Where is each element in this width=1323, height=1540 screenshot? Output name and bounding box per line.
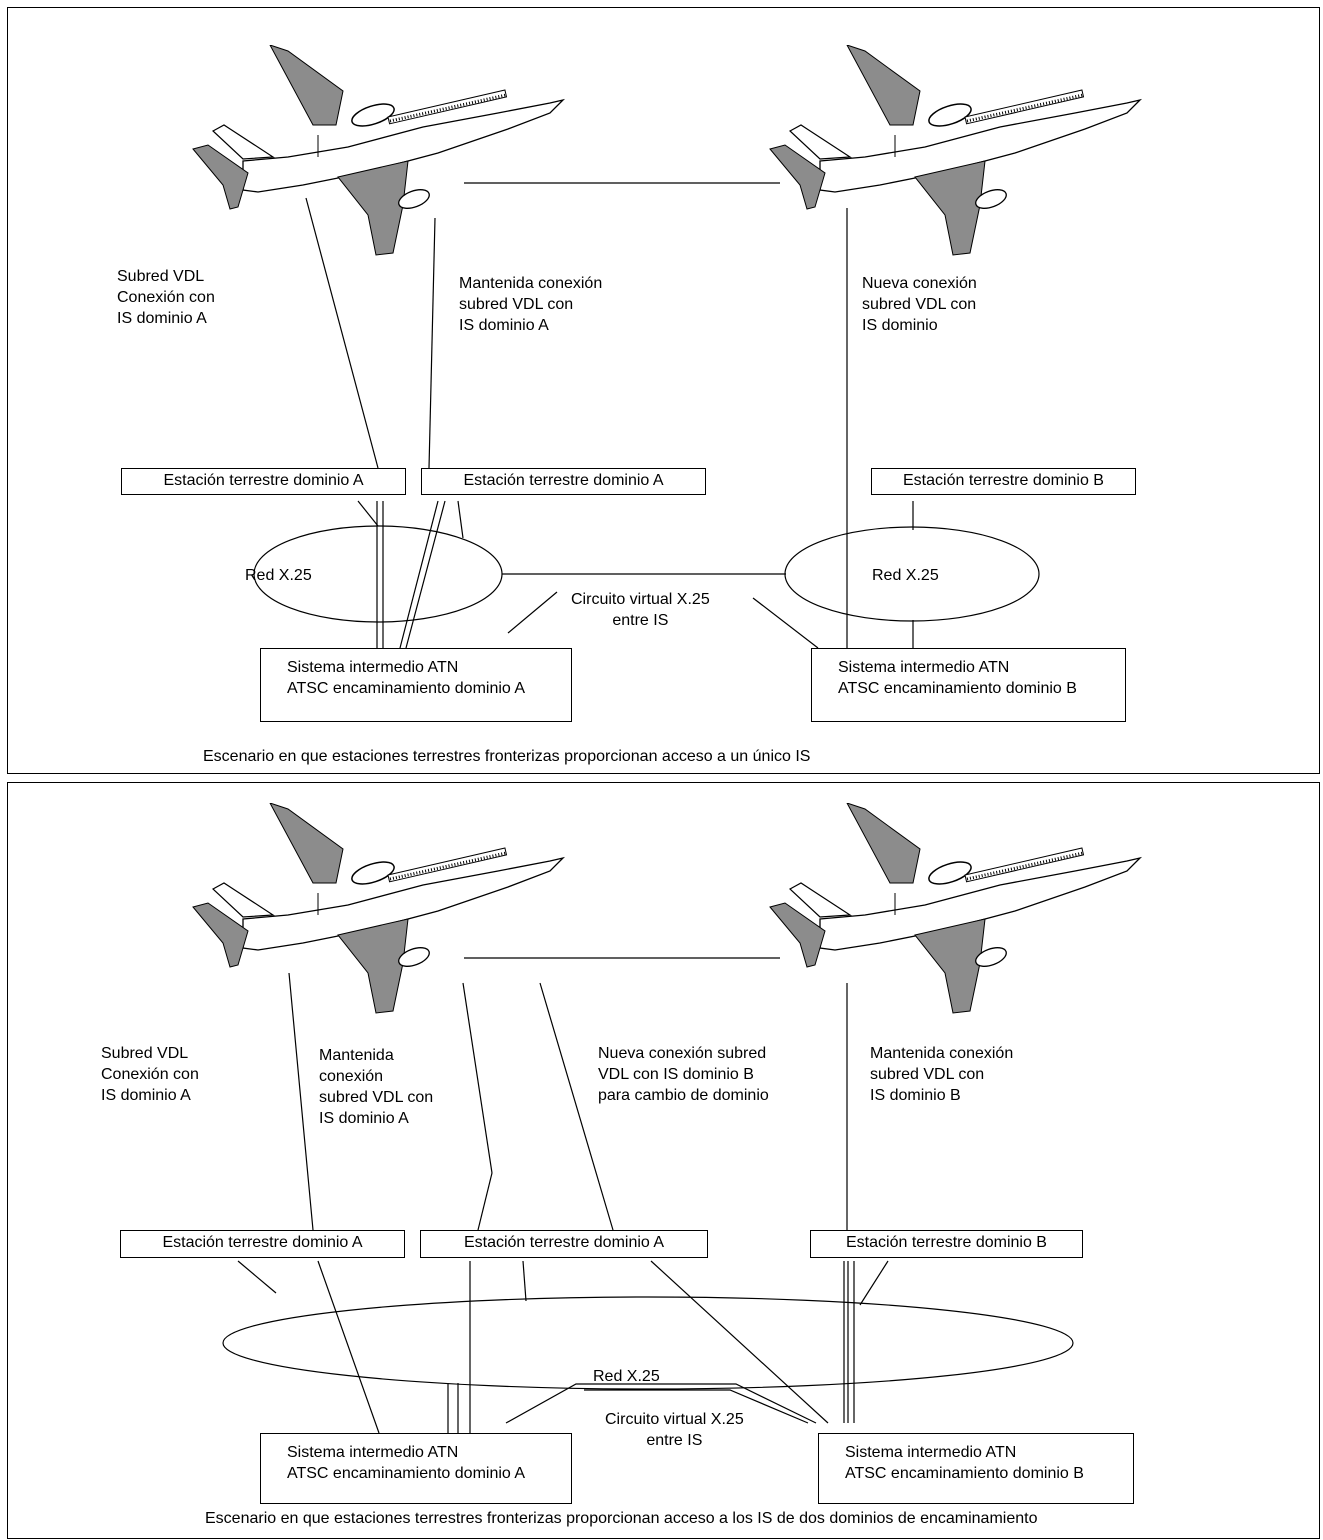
airplane-icon: [191, 803, 565, 1015]
top-ground-station-a2: Estación terrestre dominio A: [421, 468, 706, 495]
airplane-icon: [191, 45, 565, 257]
top-ground-station-a1: Estación terrestre dominio A: [121, 468, 406, 495]
bottom-ground-station-a1: Estación terrestre dominio A: [120, 1230, 405, 1258]
top-network-left-label: Red X.25: [245, 567, 312, 584]
top-connection-lines: [253, 182, 1040, 649]
bottom-caption: Escenario en que estaciones terrestres f…: [205, 1510, 1038, 1527]
x25-network-right: [784, 526, 1040, 622]
bottom-ground-station-a2: Estación terrestre dominio A: [420, 1230, 708, 1258]
bottom-ground-station-b: Estación terrestre dominio B: [810, 1230, 1083, 1258]
bottom-connection-lines: [222, 957, 1074, 1434]
airplane-icon: [768, 803, 1142, 1015]
bottom-network-label: Red X.25: [593, 1368, 660, 1385]
top-ground-station-b: Estación terrestre dominio B: [871, 468, 1136, 495]
top-caption: Escenario en que estaciones terrestres f…: [203, 748, 811, 765]
top-network-right-label: Red X.25: [872, 567, 939, 584]
x25-network: [222, 1296, 1074, 1390]
airplane-icon: [768, 45, 1142, 257]
x25-network-left: [253, 525, 503, 623]
